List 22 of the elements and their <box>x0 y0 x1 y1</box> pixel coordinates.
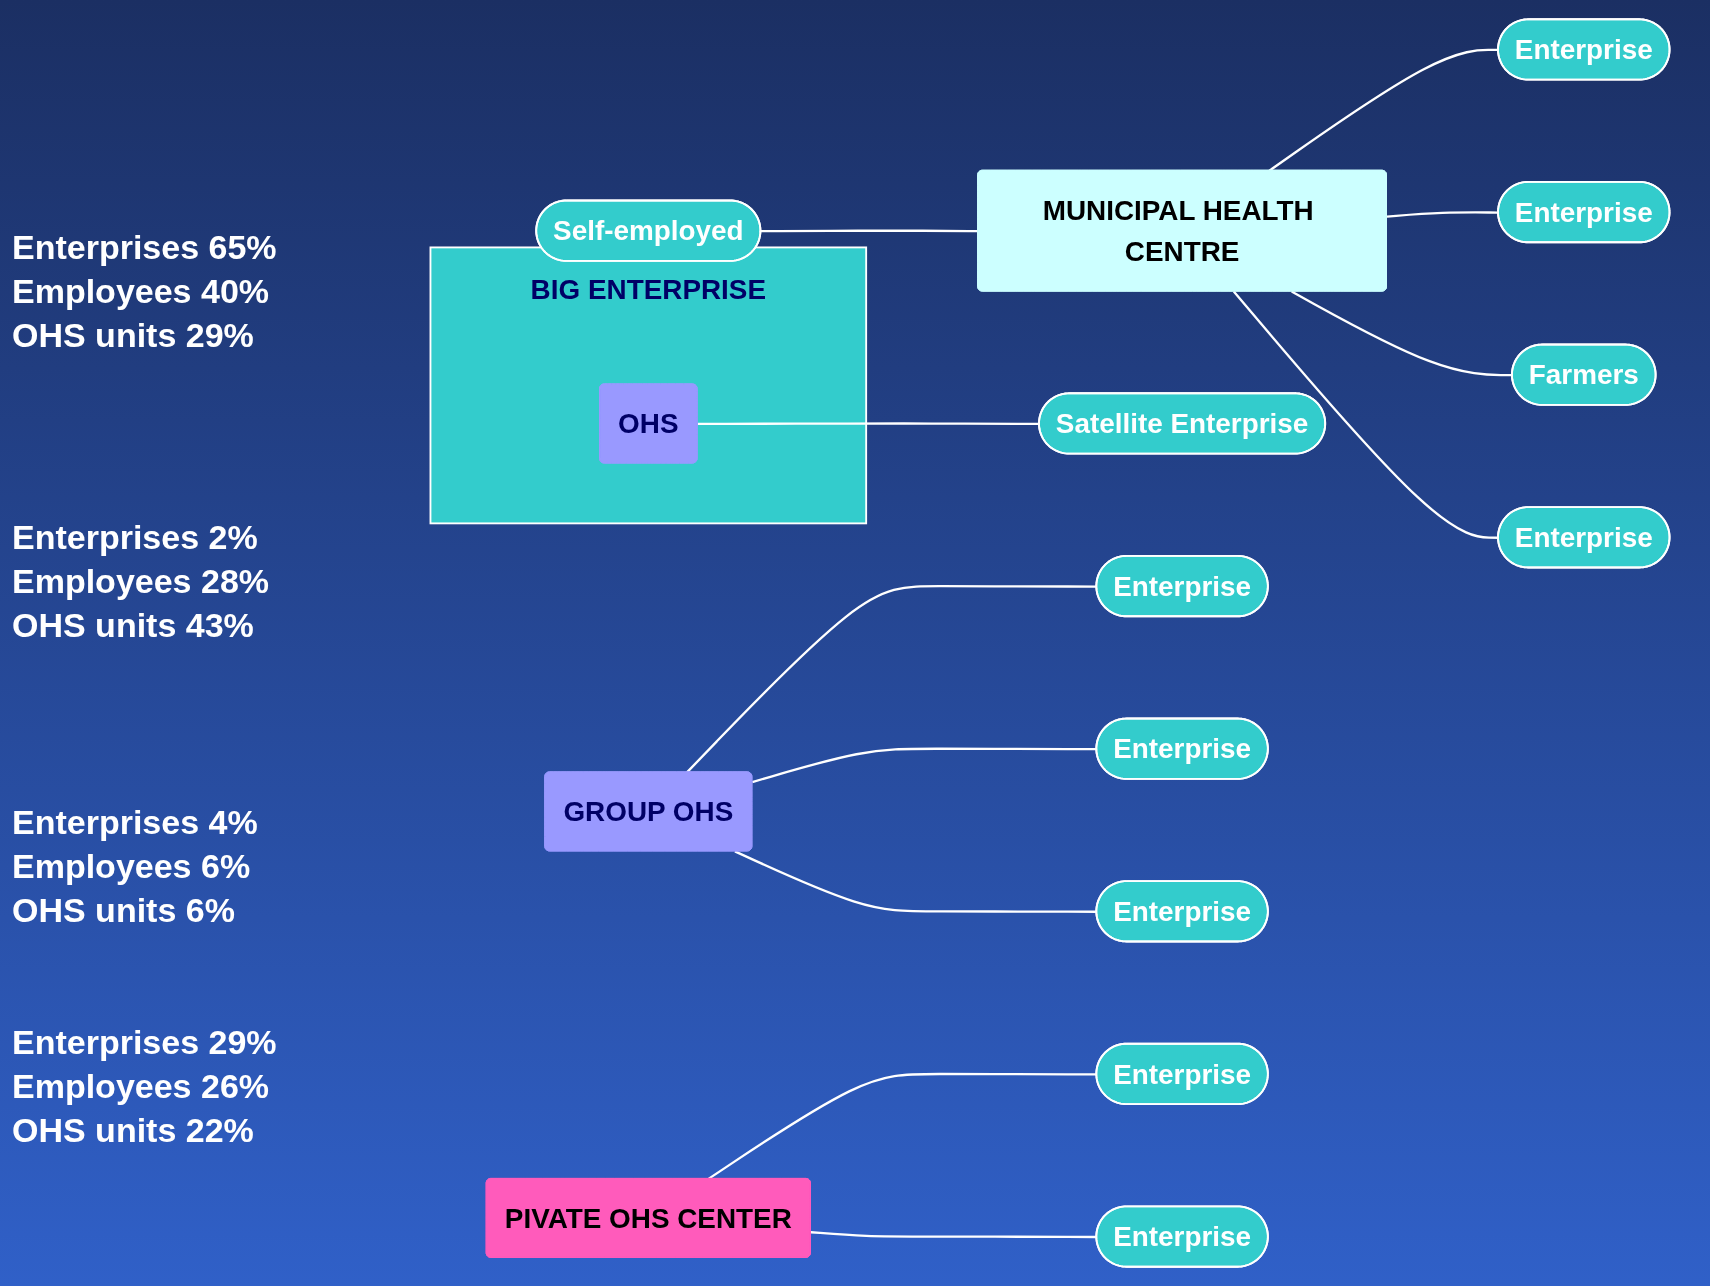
connector <box>707 1072 1097 1180</box>
statistic-text: Enterprises 29% <box>12 1022 277 1063</box>
statistic-text: OHS units 6% <box>12 890 235 931</box>
connector <box>1268 48 1499 172</box>
connector <box>1291 290 1513 377</box>
statistic-text: OHS units 22% <box>12 1110 254 1151</box>
statistic-text: Employees 26% <box>12 1066 270 1107</box>
connector <box>1232 290 1499 539</box>
statistic-text: Enterprises 4% <box>12 802 258 843</box>
connector <box>734 850 1097 913</box>
statistic-text: OHS units 29% <box>12 315 254 356</box>
connector <box>1386 211 1499 218</box>
connector <box>697 422 1040 426</box>
statistic-text: Employees 6% <box>12 846 251 887</box>
statistic-text: OHS units 43% <box>12 605 254 646</box>
connector <box>751 747 1097 784</box>
statistic-text: Enterprises 2% <box>12 517 258 558</box>
statistic-text: Employees 28% <box>12 561 270 602</box>
connector <box>810 1231 1097 1239</box>
connector <box>760 229 979 233</box>
statistic-text: Enterprises 65% <box>12 227 277 268</box>
statistic-text: Employees 40% <box>12 271 270 312</box>
